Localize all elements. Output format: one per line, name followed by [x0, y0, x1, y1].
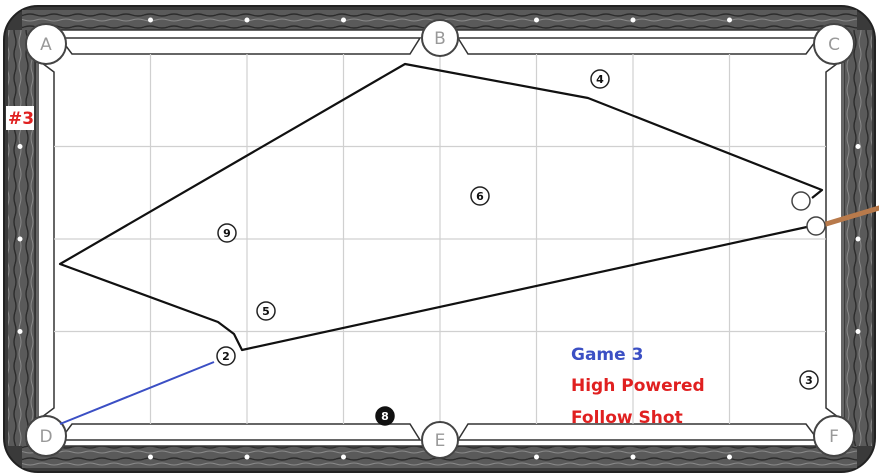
pocket-label-c: C — [828, 35, 840, 55]
rail-diamond — [630, 17, 636, 23]
rail-diamond — [244, 17, 250, 23]
ball-6-number: 6 — [476, 190, 484, 203]
side-tag: #3 — [8, 109, 34, 129]
rail-diamond — [534, 17, 539, 23]
cue-ball-end-position — [791, 191, 811, 211]
rail-diamond — [855, 144, 861, 149]
pocket-e: E — [421, 421, 459, 459]
cue-ball — [806, 216, 826, 236]
ball-8: 8 — [375, 406, 395, 426]
side-tag-bg — [6, 106, 34, 130]
ball-6: 6 — [470, 186, 490, 206]
pocket-a: A — [25, 23, 67, 65]
rail-diamond — [630, 454, 636, 460]
pocket-b: B — [421, 19, 459, 57]
ball-9-number: 9 — [223, 227, 231, 240]
pocket-f: F — [813, 415, 855, 457]
ball-2: 2 — [216, 346, 236, 366]
caption-line-3: Follow Shot — [571, 408, 683, 428]
ball-4-number: 4 — [596, 73, 604, 86]
pocket-label-b: B — [434, 29, 446, 49]
rail-diamond — [148, 454, 153, 460]
rail-diamonds — [17, 17, 861, 460]
ball-3-number: 3 — [805, 374, 813, 387]
pocket-label-f: F — [829, 427, 839, 447]
caption-line-2: High Powered — [571, 376, 705, 396]
rail-diamond — [534, 454, 539, 460]
rail-diamond — [244, 454, 250, 460]
ball-3: 3 — [799, 370, 819, 390]
pockets: A B C D E F — [25, 19, 855, 459]
rail-diamond — [341, 454, 346, 460]
rail-diamond — [727, 17, 732, 23]
rail-diamond — [17, 144, 23, 149]
ball-5: 5 — [256, 301, 276, 321]
cue-stick — [823, 205, 879, 227]
ball-4: 4 — [590, 69, 610, 89]
object-balls: 2 3 4 5 6 8 9 — [216, 69, 819, 426]
pocket-label-d: D — [39, 427, 52, 447]
pocket-label-e: E — [435, 431, 446, 451]
ball-9: 9 — [217, 223, 237, 243]
pocket-label-a: A — [40, 35, 52, 55]
cue-ball-path — [58, 62, 824, 352]
pocket-c: C — [813, 23, 855, 65]
rail-diamond — [17, 329, 23, 334]
ball-5-number: 5 — [262, 305, 270, 318]
rail-diamond — [727, 454, 732, 460]
ball-2-number: 2 — [222, 350, 230, 363]
object-ball-path-line — [59, 361, 215, 425]
pocket-d: D — [25, 415, 67, 457]
rail-diamond — [855, 329, 861, 334]
caption-game-number: Game 3 — [571, 345, 643, 365]
rail-diamond — [17, 236, 23, 242]
shot-caption: Game 3 High Powered Follow Shot — [571, 345, 705, 428]
rail-diamond — [341, 17, 346, 23]
ball-8-number: 8 — [381, 410, 389, 423]
rail-diamond — [855, 236, 861, 242]
rail-diamond — [148, 17, 153, 23]
